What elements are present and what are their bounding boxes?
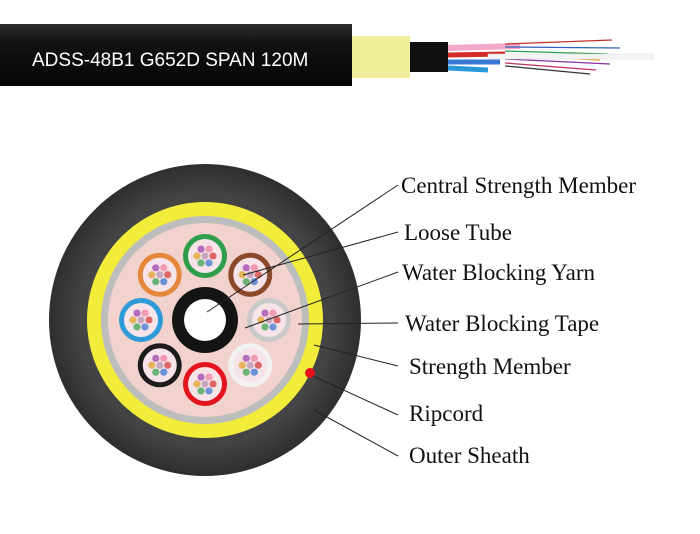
fiber	[160, 354, 168, 362]
label-ripcord: Ripcord	[409, 401, 484, 426]
fiber	[160, 368, 168, 376]
fiber	[238, 271, 246, 279]
label-central-strength-member: Central Strength Member	[401, 173, 636, 198]
fiber	[197, 259, 205, 267]
fiber	[242, 278, 250, 286]
exposed-fibers	[487, 39, 654, 75]
leader-lines	[206, 184, 399, 457]
fiber	[129, 316, 137, 324]
fiber	[254, 271, 262, 279]
cable-side-view: ADSS-48B1 G652D SPAN 120M	[0, 24, 654, 86]
central-strength-member-core	[184, 299, 226, 341]
fiber	[269, 309, 277, 317]
fiber	[205, 245, 213, 253]
fiber	[156, 361, 164, 369]
fiber	[197, 387, 205, 395]
fiber	[152, 368, 160, 376]
fiber	[197, 245, 205, 253]
leader-ripcord	[312, 375, 399, 416]
fiber	[152, 264, 160, 272]
inner-sheath	[410, 42, 448, 72]
fiber	[269, 323, 277, 331]
fiber	[197, 373, 205, 381]
fiber	[261, 309, 269, 317]
fiber	[133, 323, 141, 331]
fiber	[205, 259, 213, 267]
fiber	[246, 361, 254, 369]
leader-strength-member	[313, 344, 399, 367]
fiber	[160, 264, 168, 272]
exposed-yarn	[352, 36, 410, 78]
fiber	[148, 361, 156, 369]
fiber	[152, 278, 160, 286]
exposed-tubes	[447, 43, 521, 73]
fiber	[160, 278, 168, 286]
fiber	[250, 354, 258, 362]
fiber	[148, 271, 156, 279]
fiber	[242, 354, 250, 362]
fiber	[156, 271, 164, 279]
fiber	[261, 323, 269, 331]
label-strength-member: Strength Member	[409, 354, 571, 379]
leader-loose-tube	[242, 231, 399, 276]
fiber	[250, 264, 258, 272]
ripcord-dot	[305, 368, 315, 378]
fiber	[152, 354, 160, 362]
cable-print-text: ADSS-48B1 G652D SPAN 120M	[32, 50, 308, 71]
fiber	[205, 373, 213, 381]
fiber	[205, 387, 213, 395]
fiber	[137, 316, 145, 324]
fiber	[133, 309, 141, 317]
callout-labels: Central Strength Member Loose Tube Water…	[401, 173, 636, 468]
leader-outer-sheath	[313, 409, 399, 457]
fiber	[209, 252, 217, 260]
central-rod-exposed	[487, 53, 654, 60]
label-water-blocking-yarn: Water Blocking Yarn	[402, 260, 595, 285]
cross-section	[49, 164, 361, 476]
fiber	[145, 316, 153, 324]
fiber	[141, 309, 149, 317]
label-outer-sheath: Outer Sheath	[409, 443, 530, 468]
fiber	[201, 380, 209, 388]
label-loose-tube: Loose Tube	[404, 220, 512, 245]
fiber	[209, 380, 217, 388]
fiber	[141, 323, 149, 331]
fiber	[164, 361, 172, 369]
fiber	[242, 368, 250, 376]
fiber	[242, 264, 250, 272]
fiber	[201, 252, 209, 260]
fiber	[250, 368, 258, 376]
fiber	[238, 361, 246, 369]
leader-water-blocking-tape	[297, 322, 399, 325]
leader-central-strength-member	[206, 184, 399, 313]
fiber	[273, 316, 281, 324]
loose-tubes	[119, 234, 291, 406]
fiber	[254, 361, 262, 369]
label-water-blocking-tape: Water Blocking Tape	[405, 311, 599, 336]
fiber	[193, 252, 201, 260]
leader-water-blocking-yarn	[244, 271, 399, 329]
cable-jacket	[0, 24, 352, 86]
fiber	[164, 271, 172, 279]
fiber	[193, 380, 201, 388]
